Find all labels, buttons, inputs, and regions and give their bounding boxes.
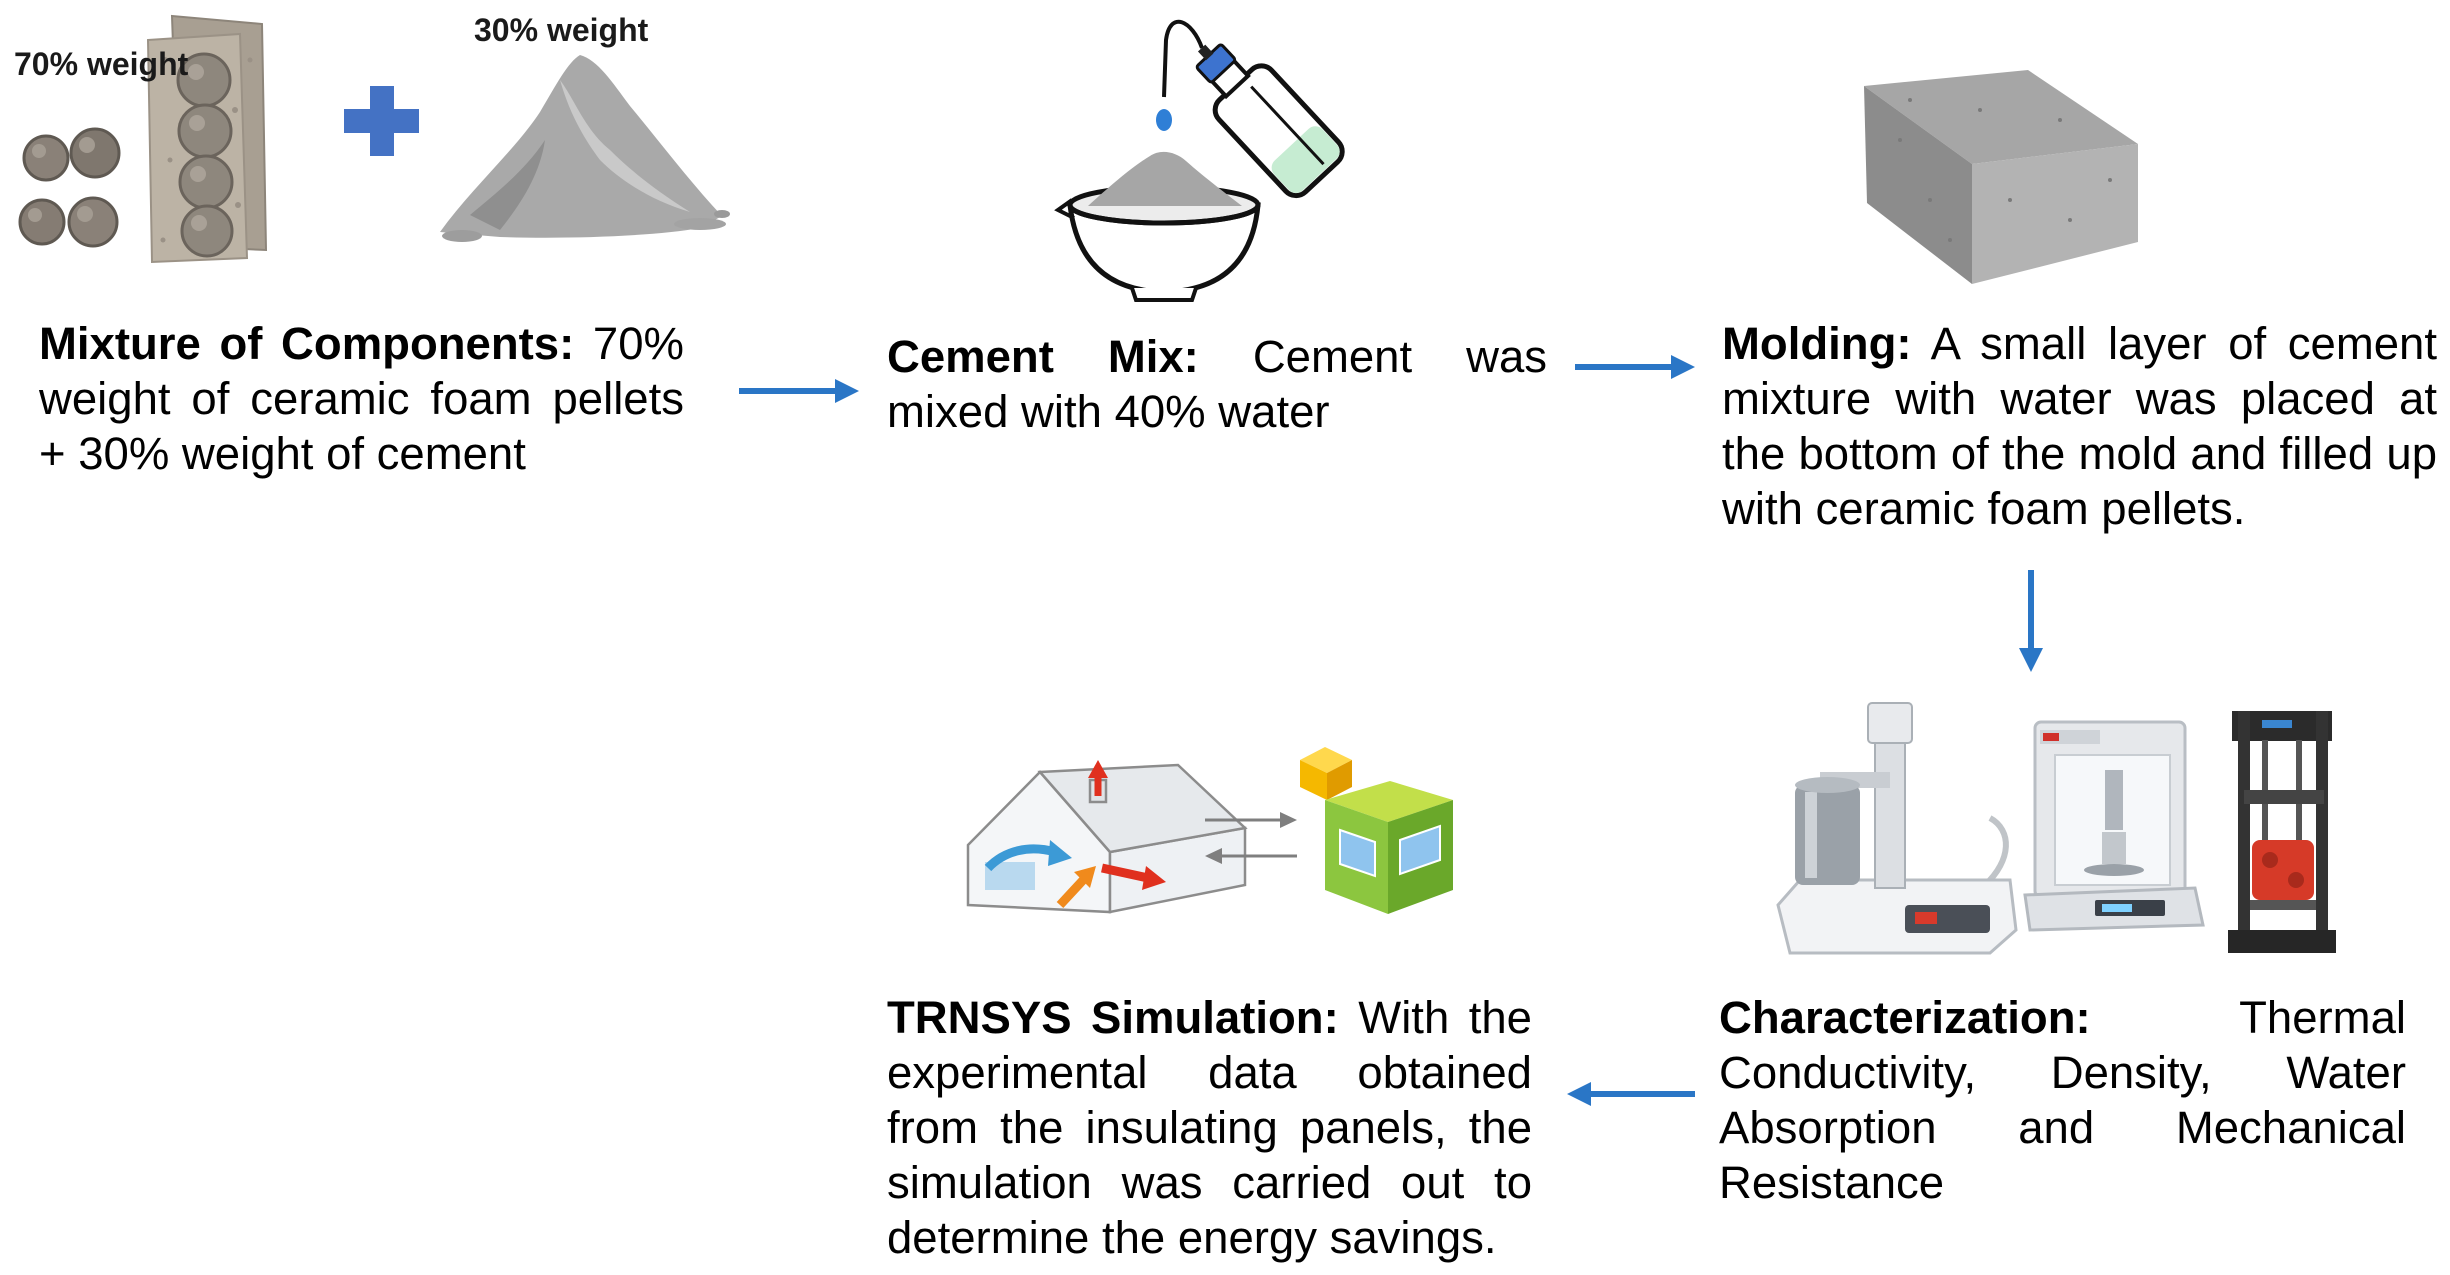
arrow-left-head — [1205, 848, 1222, 864]
arrow-right-head — [1280, 812, 1297, 828]
step-title: TRNSYS Simulation: — [887, 992, 1339, 1043]
thermal-conductivity-analyzer — [1776, 702, 2018, 955]
step-mixture-of-components: Mixture of Components: 70% weight of cer… — [39, 316, 684, 481]
step-title: Cement Mix: — [887, 331, 1199, 382]
powder-shadow — [470, 140, 545, 230]
cube-window-right — [1399, 824, 1441, 876]
step-body: With the experimental data obtained from… — [887, 992, 1532, 1263]
yellow-cube — [1300, 747, 1352, 800]
step-title: Characterization: — [1719, 992, 2091, 1043]
loose-pellet-highlights — [28, 137, 95, 222]
orange-heat-arrowhead — [1074, 866, 1096, 888]
flow-arrow-1-to-2 — [739, 379, 859, 403]
water-drop — [1156, 109, 1172, 131]
red-chimney-arrowhead — [1088, 760, 1108, 778]
step-cement-mix: Cement Mix: Cement was mixed with 40% wa… — [887, 329, 1547, 439]
powder-bit-left — [442, 230, 482, 242]
pellets-weight-label: 70% weight — [14, 46, 189, 82]
house-energy-simulation — [966, 747, 1453, 914]
slab-pellet-highlights — [188, 64, 207, 231]
step-body: A small layer of cement mixture with wat… — [1722, 318, 2437, 534]
exchange-arrows — [1205, 812, 1297, 864]
red-heat-loss-arrowhead — [1142, 866, 1166, 890]
block-texture — [1898, 98, 2112, 242]
powder-bit-right — [674, 218, 726, 230]
bowl-and-wash-bottle — [1054, 19, 1345, 302]
cement-powder-pile — [440, 55, 730, 242]
slab-pellets — [176, 52, 234, 258]
step-body: 70% weight of ceramic foam pellets + 30%… — [39, 318, 684, 479]
blue-airflow-arrowhead — [1048, 840, 1072, 866]
blue-airflow-arrow — [984, 844, 1057, 872]
step-body: Thermal Conductivity, Density, Water Abs… — [1719, 992, 2406, 1208]
molded-panel-block — [1864, 70, 2138, 284]
compression-testing-machine — [2228, 711, 2336, 953]
slab-texture — [160, 57, 253, 243]
wash-bottle — [1195, 43, 1345, 199]
step-characterization: Characterization: Thermal Conductivity, … — [1719, 990, 2406, 1210]
flow-arrow-3-to-4 — [2019, 570, 2043, 672]
bottle-tube — [1162, 19, 1204, 98]
step-title: Molding: — [1722, 318, 1912, 369]
plus-icon — [344, 86, 419, 156]
block-right-face — [1972, 144, 2138, 284]
bowl-foot — [1130, 287, 1198, 302]
green-cube — [1325, 781, 1453, 914]
block-top-face — [1864, 70, 2138, 164]
step-title: Mixture of Components: — [39, 318, 575, 369]
step-trnsys-simulation: TRNSYS Simulation: With the experimental… — [887, 990, 1532, 1265]
flow-arrow-2-to-3 — [1575, 355, 1695, 379]
red-heat-loss-arrow — [1101, 863, 1149, 883]
flow-arrow-4-to-5 — [1567, 1082, 1695, 1106]
cube-window-left — [1339, 828, 1376, 878]
orange-heat-arrow — [1056, 874, 1089, 909]
lab-instruments — [1776, 702, 2336, 955]
step-molding: Molding: A small layer of cement mixture… — [1722, 316, 2437, 536]
ceramic-foam-pellets-image — [18, 14, 268, 264]
step-body: Cement was mixed with 40% water — [887, 331, 1548, 437]
bowl-rim-front — [1067, 204, 1261, 226]
bowl-spout — [1054, 198, 1075, 220]
powder-bit-far-right — [714, 210, 730, 218]
bowl-cement-powder — [1088, 151, 1242, 206]
analytical-balance — [2023, 720, 2205, 932]
block-left-face — [1864, 86, 1972, 284]
cement-weight-label: 30% weight — [474, 12, 649, 48]
